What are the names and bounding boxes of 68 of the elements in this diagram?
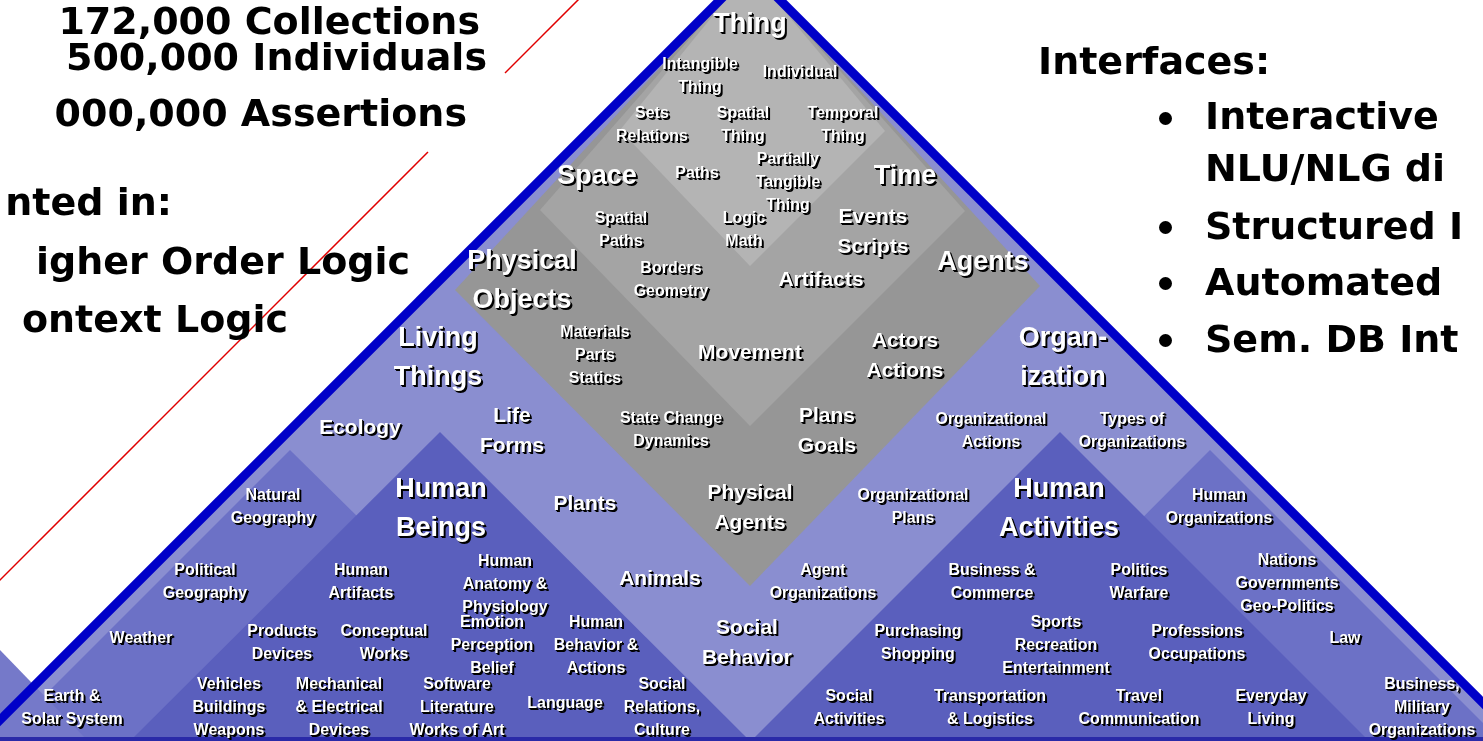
- category-label: Living Things: [393, 320, 483, 393]
- category-label: Travel Communication: [1078, 685, 1200, 729]
- category-label: Vehicles Buildings Weapons: [192, 674, 266, 741]
- category-label: Organizational Actions: [935, 408, 1047, 452]
- category-label: Life Forms: [479, 401, 545, 458]
- category-label: Social Behavior: [702, 613, 792, 670]
- category-label: Space: [557, 159, 637, 193]
- list-item: Structured I: [1205, 203, 1464, 250]
- category-label: Human Anatomy & Physiology: [462, 551, 548, 616]
- list-item: Interactive NLU/NLG di: [1205, 93, 1446, 192]
- category-label: Time: [873, 159, 937, 193]
- section-heading: Interfaces:: [1038, 38, 1271, 85]
- category-label: Software Literature Works of Art: [409, 674, 505, 741]
- statistic-text: 172,000 Collections: [58, 0, 480, 43]
- category-label: Intangible Thing: [662, 53, 738, 97]
- category-label: Thing: [713, 7, 787, 41]
- category-label: Sets Relations: [616, 102, 688, 146]
- category-label: Business & Commerce: [948, 559, 1036, 603]
- category-label: Plans Goals: [797, 401, 857, 458]
- category-label: Spatial Thing: [716, 102, 770, 146]
- category-label: Political Geography: [162, 559, 248, 603]
- list-item: Automated: [1205, 259, 1443, 306]
- category-label: Weather: [109, 628, 173, 649]
- category-label: Natural Geography: [230, 484, 316, 528]
- category-label: Borders Geometry: [633, 257, 709, 301]
- category-label: Professions Occupations: [1148, 620, 1246, 664]
- category-label: Everyday Living: [1235, 685, 1307, 729]
- category-label: Business, Military Organizations: [1368, 674, 1476, 741]
- category-label: Language: [527, 693, 603, 714]
- category-label: Human Beings: [395, 471, 487, 544]
- category-label: Purchasing Shopping: [874, 620, 962, 664]
- statistic-text: 000,000 Assertions: [54, 90, 467, 137]
- category-label: Transportation & Logistics: [934, 685, 1046, 729]
- category-label: Ecology: [319, 413, 401, 440]
- category-label: Human Activities: [998, 471, 1120, 544]
- category-label: Earth & Solar System: [21, 685, 123, 729]
- category-label: Agent Organizations: [769, 559, 877, 603]
- section-heading: nted in:: [5, 179, 172, 226]
- category-label: Artifacts: [778, 265, 864, 292]
- category-label: Temporal Thing: [807, 102, 879, 146]
- category-label: Physical Agents: [707, 478, 793, 535]
- category-label: Social Activities: [813, 685, 885, 729]
- category-label: Law: [1329, 628, 1361, 649]
- category-label: Sports Recreation Entertainment: [1002, 612, 1110, 679]
- category-label: Actors Actions: [866, 326, 944, 383]
- category-label: Materials Parts Statics: [560, 322, 630, 389]
- category-label: Spatial Paths: [594, 207, 648, 251]
- category-label: Animals: [619, 564, 701, 591]
- list-item: Sem. DB Int: [1205, 316, 1459, 363]
- category-label: Logic Math: [722, 207, 766, 251]
- category-label: Organ- ization: [1018, 320, 1108, 393]
- category-label: Plants: [553, 489, 617, 516]
- category-label: Individual: [762, 62, 838, 83]
- category-label: Movement: [698, 338, 802, 365]
- category-label: Politics Warfare: [1109, 559, 1169, 603]
- category-label: Human Artifacts: [328, 559, 394, 603]
- category-label: Mechanical & Electrical Devices: [295, 674, 383, 741]
- category-label: Organizational Plans: [857, 484, 969, 528]
- category-label: Agents: [937, 245, 1029, 279]
- category-label: Human Organizations: [1165, 484, 1273, 528]
- category-label: State Change Dynamics: [619, 407, 723, 451]
- category-label: Paths: [675, 163, 719, 184]
- category-label: Types of Organizations: [1078, 408, 1186, 452]
- category-label: Nations Governments Geo-Politics: [1235, 550, 1339, 617]
- category-label: Conceptual Works: [340, 620, 428, 664]
- category-label: Products Devices: [247, 620, 317, 664]
- category-label: Physical Objects: [467, 243, 577, 316]
- category-label: Events Scripts: [837, 202, 909, 259]
